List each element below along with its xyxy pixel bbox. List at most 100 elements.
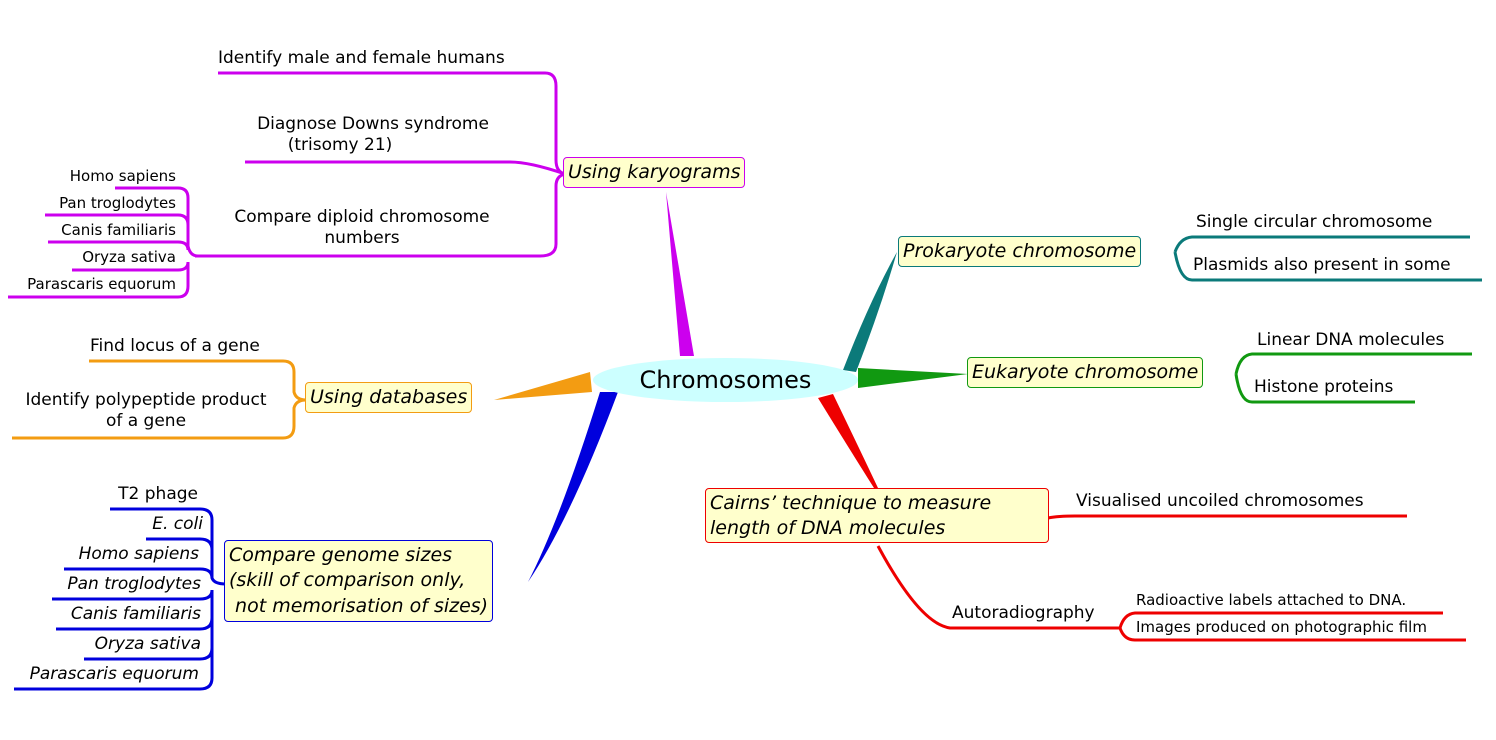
leaf-label: T2 phage xyxy=(118,484,198,504)
central-topic-label: Chromosomes xyxy=(639,366,812,394)
trunk-karyograms xyxy=(666,192,694,356)
trunk-eukaryote xyxy=(858,368,968,388)
subtopic-label-line2: numbers xyxy=(324,228,400,249)
leaf-oryza-sativa-k[interactable]: Oryza sativa xyxy=(20,248,176,267)
leaf-oryza-sativa-g[interactable]: Oryza sativa xyxy=(0,634,201,655)
leaf-images-produced[interactable]: Images produced on photographic film xyxy=(1136,618,1427,637)
leaf-parascaris-g[interactable]: Parascaris equorum xyxy=(0,664,199,685)
leaf-pan-troglodytes-g[interactable]: Pan troglodytes xyxy=(0,574,201,595)
eukaryote-connectors xyxy=(858,352,1472,404)
link-images-produced xyxy=(1118,627,1466,642)
link-linear-dna xyxy=(1234,352,1472,375)
link-parascaris-g xyxy=(14,590,214,691)
leaf-label: Parascaris equorum xyxy=(27,275,176,293)
prokaryote-connectors xyxy=(843,235,1482,372)
leaf-plasmids[interactable]: Plasmids also present in some xyxy=(1193,255,1451,276)
link-e-coli xyxy=(146,537,214,551)
leaf-label: E. coli xyxy=(152,514,203,534)
leaf-radioactive-labels[interactable]: Radioactive labels attached to DNA. xyxy=(1136,591,1406,610)
leaf-single-circular[interactable]: Single circular chromosome xyxy=(1196,212,1432,233)
subtopic-visualised-uncoiled[interactable]: Visualised uncoiled chromosomes xyxy=(1076,491,1364,512)
leaf-canis-familiaris-g[interactable]: Canis familiaris xyxy=(0,604,201,625)
leaf-label: Plasmids also present in some xyxy=(1193,255,1451,275)
karyograms-connectors xyxy=(8,71,694,356)
leaf-label: Pan troglodytes xyxy=(59,194,176,212)
leaf-label: Parascaris equorum xyxy=(29,664,199,684)
link-canis-familiaris-k xyxy=(48,240,190,251)
subtopic-diagnose-downs[interactable]: Diagnose Downs syndrome (trisomy 21) xyxy=(246,114,500,157)
leaf-canis-familiaris-k[interactable]: Canis familiaris xyxy=(20,221,176,240)
trunk-genome xyxy=(528,392,618,582)
leaf-label: Histone proteins xyxy=(1254,377,1394,397)
topic-label-line1: Compare genome sizes xyxy=(229,544,453,566)
trunk-databases xyxy=(494,372,592,400)
leaf-pan-troglodytes-k[interactable]: Pan troglodytes xyxy=(20,194,176,213)
topic-label: Using karyograms xyxy=(568,161,741,183)
leaf-label: Oryza sativa xyxy=(82,248,176,266)
subtopic-identify-male-female[interactable]: Identify male and female humans xyxy=(218,48,505,69)
link-parascaris-k xyxy=(8,262,190,299)
subtopic-label-line2: of a gene xyxy=(105,411,187,432)
leaf-linear-dna[interactable]: Linear DNA molecules xyxy=(1257,330,1444,351)
topic-label: Using databases xyxy=(310,386,468,408)
leaf-label: Pan troglodytes xyxy=(67,574,201,594)
link-radioactive xyxy=(1118,611,1443,629)
subtopic-find-locus[interactable]: Find locus of a gene xyxy=(90,336,260,357)
leaf-label: Canis familiaris xyxy=(70,604,201,624)
link-single-circular xyxy=(1173,235,1470,253)
link-plasmids xyxy=(1173,251,1482,282)
trunk-prokaryote xyxy=(843,252,897,372)
topic-compare-genome-sizes[interactable]: Compare genome sizes (skill of compariso… xyxy=(224,540,494,622)
subtopic-label-line2: (trisomy 21) xyxy=(287,135,393,156)
central-topic[interactable]: Chromosomes xyxy=(593,358,858,402)
topic-using-karyograms[interactable]: Using karyograms xyxy=(563,157,746,188)
leaf-label: Images produced on photographic film xyxy=(1136,618,1427,636)
topic-label: Eukaryote chromosome xyxy=(972,361,1199,383)
subtopic-autoradiography[interactable]: Autoradiography xyxy=(952,603,1095,624)
leaf-t2-phage[interactable]: T2 phage xyxy=(0,484,198,505)
topic-label: Prokaryote chromosome xyxy=(903,240,1137,262)
cairns-connectors xyxy=(818,394,1466,642)
link-homo-sapiens-g xyxy=(64,567,214,579)
link-compare-diploid xyxy=(195,172,566,258)
link-diagnose-downs xyxy=(245,160,566,176)
leaf-e-coli[interactable]: E. coli xyxy=(0,514,203,535)
topic-label-line1: Cairns’ technique to measure xyxy=(710,492,992,514)
databases-connectors xyxy=(12,359,592,440)
leaf-parascaris-k[interactable]: Parascaris equorum xyxy=(0,275,176,294)
leaf-label: Homo sapiens xyxy=(69,167,176,185)
subtopic-compare-diploid[interactable]: Compare diploid chromosome numbers xyxy=(220,207,504,250)
link-homo-sapiens-k xyxy=(115,186,199,258)
link-autoradiography xyxy=(876,545,1120,630)
subtopic-label-line1: Identify polypeptide product xyxy=(25,390,267,410)
leaf-label: Homo sapiens xyxy=(78,544,199,564)
topic-cairns-technique[interactable]: Cairns’ technique to measure length of D… xyxy=(705,488,1049,544)
subtopic-label-line1: Diagnose Downs syndrome xyxy=(257,114,489,134)
link-pan-troglodytes-k xyxy=(45,213,190,226)
topic-prokaryote-chromosome[interactable]: Prokaryote chromosome xyxy=(898,236,1142,267)
topic-using-databases[interactable]: Using databases xyxy=(305,382,473,413)
topic-label-line2: (skill of comparison only, xyxy=(229,569,466,592)
leaf-homo-sapiens-g[interactable]: Homo sapiens xyxy=(0,544,199,565)
subtopic-identify-polypeptide[interactable]: Identify polypeptide product of a gene xyxy=(12,390,280,433)
leaf-homo-sapiens-k[interactable]: Homo sapiens xyxy=(20,167,176,186)
link-visualised xyxy=(1047,514,1407,520)
subtopic-label: Visualised uncoiled chromosomes xyxy=(1076,491,1364,511)
subtopic-label-line1: Compare diploid chromosome xyxy=(234,207,490,227)
link-identify-polypeptide xyxy=(12,398,307,440)
topic-label-line3: not memorisation of sizes) xyxy=(229,594,489,617)
link-find-locus xyxy=(89,359,307,402)
leaf-label: Oryza sativa xyxy=(94,634,201,654)
subtopic-label: Autoradiography xyxy=(952,603,1095,623)
leaf-label: Canis familiaris xyxy=(61,221,176,239)
genome-connectors xyxy=(14,392,618,691)
trunk-cairns xyxy=(818,394,878,488)
link-t2-phage xyxy=(110,507,227,586)
topic-eukaryote-chromosome[interactable]: Eukaryote chromosome xyxy=(967,357,1204,388)
leaf-label: Linear DNA molecules xyxy=(1257,330,1445,350)
leaf-histone[interactable]: Histone proteins xyxy=(1254,377,1393,398)
subtopic-label: Find locus of a gene xyxy=(90,336,260,356)
link-histone xyxy=(1234,373,1415,404)
topic-label-line2: length of DNA molecules xyxy=(710,516,946,539)
